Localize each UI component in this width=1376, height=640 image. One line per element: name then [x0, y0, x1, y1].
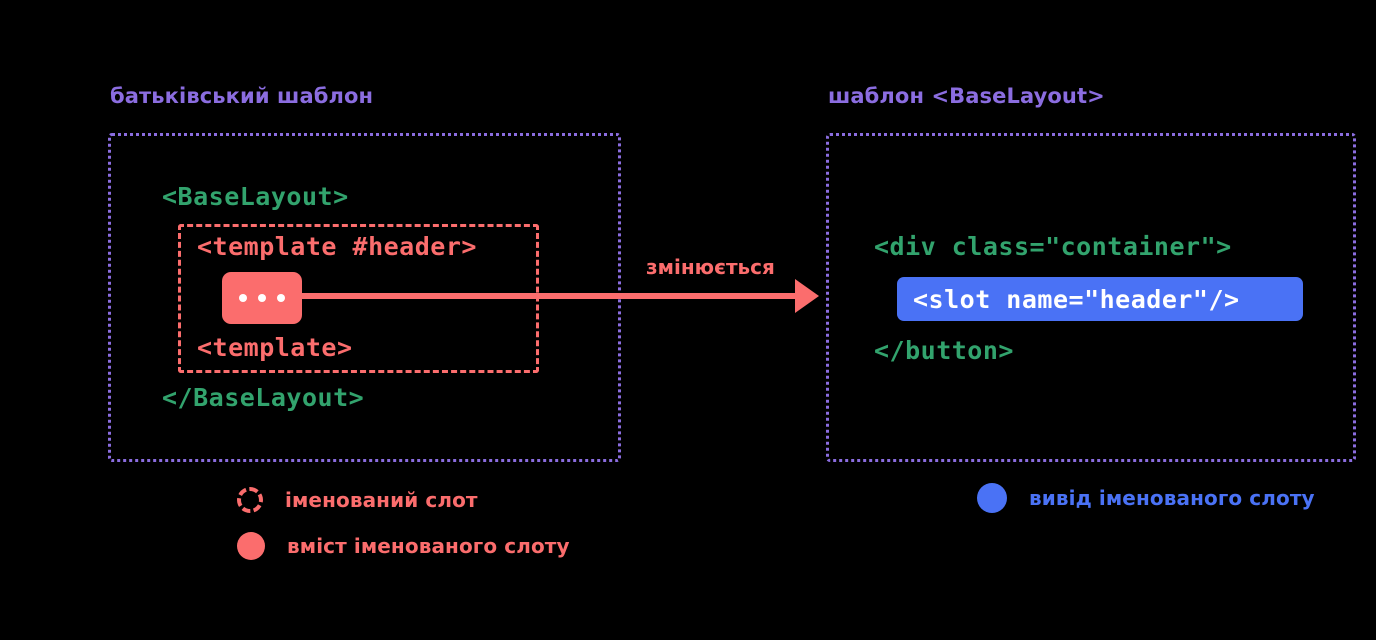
- slot-content-pill: [222, 272, 302, 324]
- transform-arrow-line: [302, 293, 807, 299]
- ellipsis-dot-1: [239, 294, 247, 302]
- code-baselayout-open-tag: <BaseLayout>: [162, 182, 349, 211]
- arrow-label: змінюється: [646, 255, 775, 279]
- dashed-circle-icon: [237, 487, 263, 513]
- legend-label-slot-output: вивід іменованого слоту: [1029, 486, 1315, 510]
- baselayout-template-box: [826, 133, 1356, 462]
- ellipsis-dot-2: [258, 294, 266, 302]
- right-panel-title: шаблон <BaseLayout>: [828, 84, 1105, 108]
- code-div-open-tag: <div class="container">: [874, 232, 1232, 261]
- legend-item-named-slot: іменований слот: [237, 487, 478, 513]
- filled-circle-blue-icon: [977, 483, 1007, 513]
- legend-item-slot-output: вивід іменованого слоту: [977, 483, 1315, 513]
- legend-item-slot-content: вміст іменованого слоту: [237, 532, 570, 560]
- slot-output-highlight: [897, 277, 1303, 321]
- code-slot-output-tag: <slot name="header"/>: [913, 285, 1240, 314]
- code-template-header-tag: <template #header>: [197, 232, 477, 261]
- code-button-close-tag: </button>: [874, 336, 1014, 365]
- filled-circle-icon: [237, 532, 265, 560]
- legend-label-named-slot: іменований слот: [285, 488, 478, 512]
- ellipsis-dot-3: [277, 294, 285, 302]
- left-panel-title: батьківський шаблон: [110, 84, 374, 108]
- code-baselayout-close-tag: </BaseLayout>: [162, 383, 365, 412]
- legend-label-slot-content: вміст іменованого слоту: [287, 534, 570, 558]
- code-template-close-tag: <template>: [197, 333, 353, 362]
- transform-arrow-head-icon: [795, 279, 819, 313]
